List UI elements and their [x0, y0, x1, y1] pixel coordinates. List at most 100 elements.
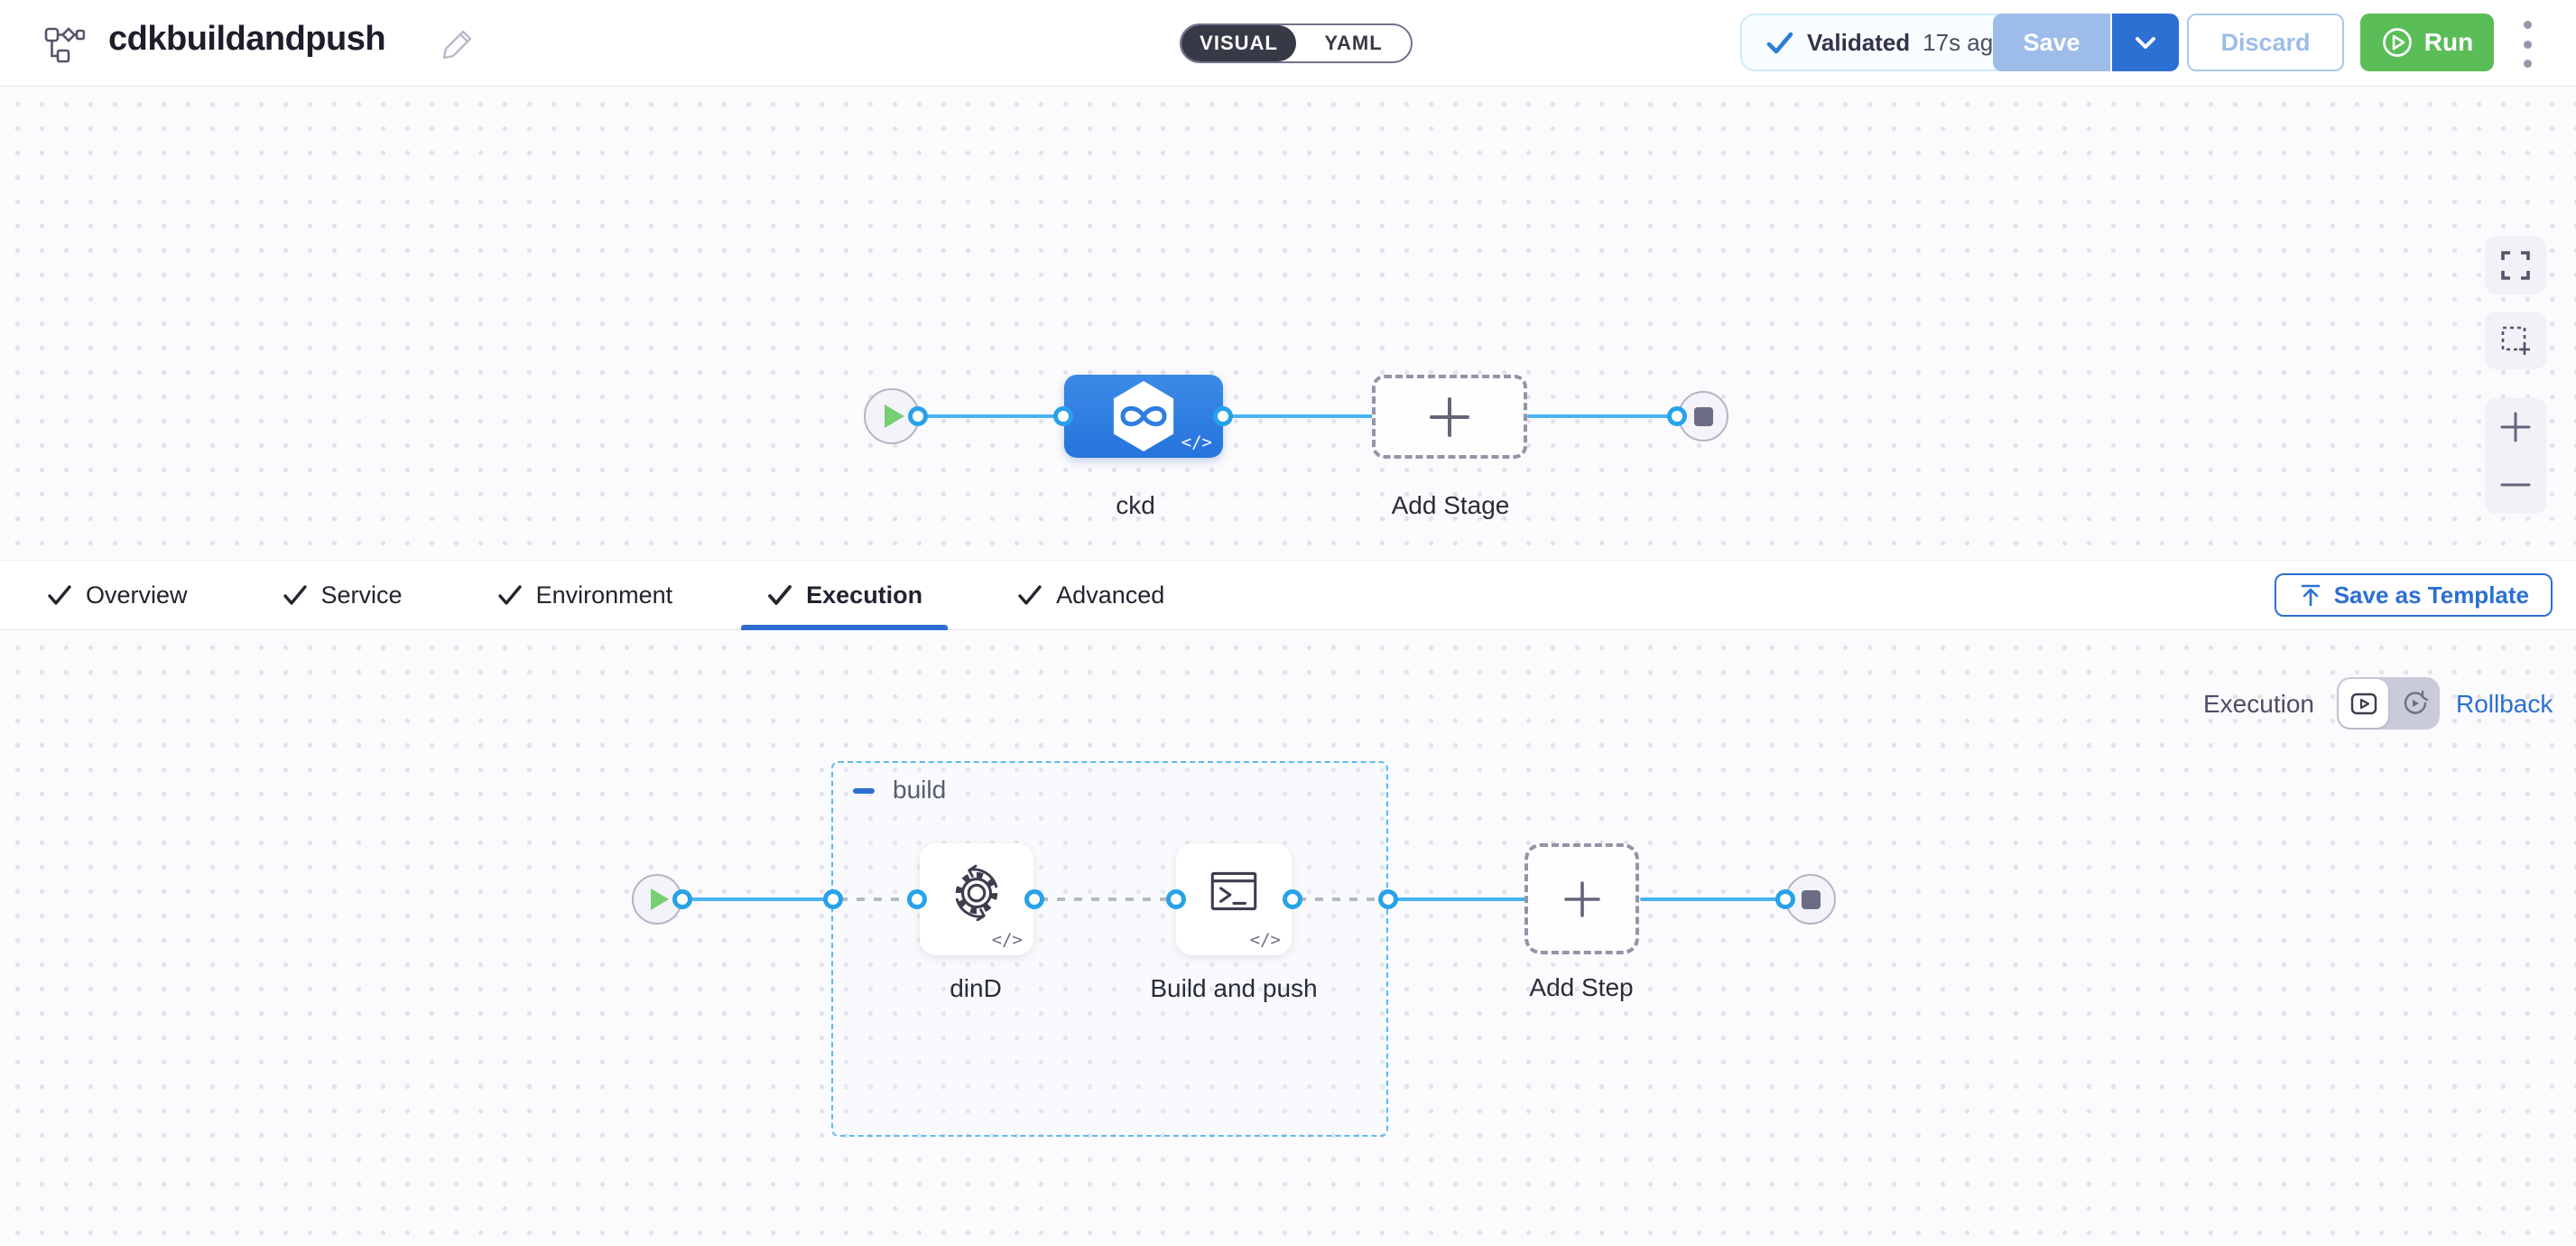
execution-rollback-toggle[interactable] — [2337, 677, 2440, 730]
edit-pencil-icon[interactable] — [440, 25, 477, 61]
tab-label: Execution — [806, 581, 923, 609]
marquee-select-button[interactable] — [2485, 312, 2546, 369]
save-divider — [2110, 14, 2112, 71]
execution-mode-button[interactable] — [2339, 679, 2388, 728]
add-stage-button[interactable] — [1372, 375, 1527, 459]
infinity-icon — [1120, 405, 1167, 427]
validated-badge[interactable]: Validated 17s ago — [1740, 14, 2032, 71]
connector-port[interactable] — [1213, 406, 1233, 426]
save-split-button: Save — [1993, 14, 2179, 71]
stage-label: ckd — [1116, 491, 1155, 519]
collapse-group-icon[interactable] — [853, 788, 875, 794]
stage-node-ckd[interactable]: </> — [1064, 375, 1223, 458]
save-as-template-label: Save as Template — [2333, 581, 2529, 609]
step-label: Build and push — [1150, 974, 1318, 1002]
check-icon — [283, 585, 307, 605]
connector-line — [681, 897, 827, 901]
check-icon — [1018, 585, 1042, 605]
check-icon — [48, 585, 71, 605]
run-button[interactable]: Run — [2360, 14, 2494, 71]
docker-dind-icon — [955, 864, 998, 921]
connector-line — [1390, 897, 1526, 901]
add-stage-label: Add Stage — [1391, 491, 1510, 519]
connector-line — [1527, 414, 1673, 418]
upload-icon — [2301, 584, 2320, 607]
tab-label: Service — [320, 581, 403, 609]
connector-port[interactable] — [1053, 406, 1073, 426]
check-icon — [497, 585, 522, 605]
connector-port[interactable] — [672, 889, 692, 909]
save-as-template-button[interactable]: Save as Template — [2274, 573, 2553, 617]
tab-service[interactable]: Service — [282, 561, 403, 629]
stop-icon — [1801, 889, 1821, 909]
run-label: Run — [2423, 28, 2474, 56]
zoom-out-button[interactable] — [2485, 456, 2546, 514]
tab-label: Overview — [86, 581, 188, 609]
connector-port[interactable] — [908, 406, 928, 426]
tab-advanced[interactable]: Advanced — [1016, 561, 1164, 629]
execution-canvas[interactable]: Execution Rollback build — [0, 630, 2576, 1246]
connector-port[interactable] — [1166, 889, 1186, 909]
code-icon: </> — [991, 930, 1023, 950]
connector-port[interactable] — [1667, 406, 1687, 426]
fullscreen-button[interactable] — [2485, 237, 2546, 294]
header: cdkbuildandpush VISUAL YAML Validated 17… — [0, 0, 2576, 87]
check-icon — [1766, 32, 1793, 54]
stage-group-build: build — [831, 761, 1388, 1137]
connector-line — [1640, 897, 1780, 901]
tab-execution[interactable]: Execution — [741, 561, 949, 630]
connector-port[interactable] — [907, 889, 927, 909]
add-step-label: Add Step — [1529, 973, 1634, 1001]
validated-label: Validated — [1807, 28, 1911, 56]
run-mode-icon — [2350, 693, 2377, 715]
discard-button[interactable]: Discard — [2187, 14, 2344, 71]
visual-yaml-toggle[interactable]: VISUAL YAML — [1180, 23, 1413, 63]
rollback-mode-button[interactable] — [2390, 677, 2440, 730]
save-button[interactable]: Save — [1993, 14, 2110, 71]
toggle-yaml[interactable]: YAML — [1324, 32, 1383, 54]
execution-mode-label: Execution — [2203, 690, 2314, 718]
stop-icon — [1693, 406, 1713, 426]
step-label: dinD — [950, 974, 1002, 1002]
zoom-out-icon — [2500, 483, 2531, 487]
tab-overview[interactable]: Overview — [46, 561, 188, 629]
pipeline-icon — [44, 27, 85, 63]
tab-environment[interactable]: Environment — [496, 561, 673, 629]
connector-line — [1226, 414, 1376, 418]
ci-stage-hexagon-icon — [1113, 381, 1174, 451]
validated-time: 17s ago — [1923, 28, 2006, 56]
connector-port[interactable] — [823, 889, 843, 909]
play-circle-icon — [2382, 28, 2412, 57]
rollback-icon — [2404, 690, 2428, 714]
connector-line-dashed — [1040, 897, 1169, 901]
zoom-in-icon — [2500, 412, 2531, 442]
connector-port[interactable] — [1024, 889, 1044, 909]
zoom-controls — [2485, 398, 2546, 514]
connector-line-dashed — [1298, 897, 1381, 901]
code-icon: </> — [1249, 930, 1281, 950]
step-node-dind[interactable]: </> — [920, 843, 1033, 955]
add-step-button[interactable] — [1524, 843, 1639, 954]
step-node-build-and-push[interactable]: </> — [1176, 843, 1292, 955]
connector-port[interactable] — [1283, 889, 1302, 909]
connector-port[interactable] — [1378, 889, 1398, 909]
connector-port[interactable] — [1775, 889, 1795, 909]
play-icon — [651, 888, 669, 910]
connector-line — [915, 414, 1060, 418]
stage-canvas[interactable]: </> ckd Add Stage — [0, 87, 2576, 560]
check-icon — [768, 585, 792, 605]
page-title: cdkbuildandpush — [108, 20, 386, 58]
zoom-in-button[interactable] — [2485, 398, 2546, 456]
save-options-button[interactable] — [2112, 14, 2179, 71]
stage-config-tabs: Overview Service Environment Execution A… — [0, 560, 2576, 630]
stage-group-label: build — [893, 776, 947, 804]
fullscreen-icon — [2501, 251, 2530, 280]
toggle-visual[interactable]: VISUAL — [1181, 25, 1296, 61]
code-icon: </> — [1181, 432, 1212, 452]
chevron-down-icon — [2136, 36, 2155, 49]
tab-label: Environment — [535, 581, 673, 609]
terminal-icon — [1210, 871, 1257, 911]
rollback-link[interactable]: Rollback — [2456, 690, 2553, 718]
kebab-menu-icon[interactable] — [2517, 21, 2537, 68]
